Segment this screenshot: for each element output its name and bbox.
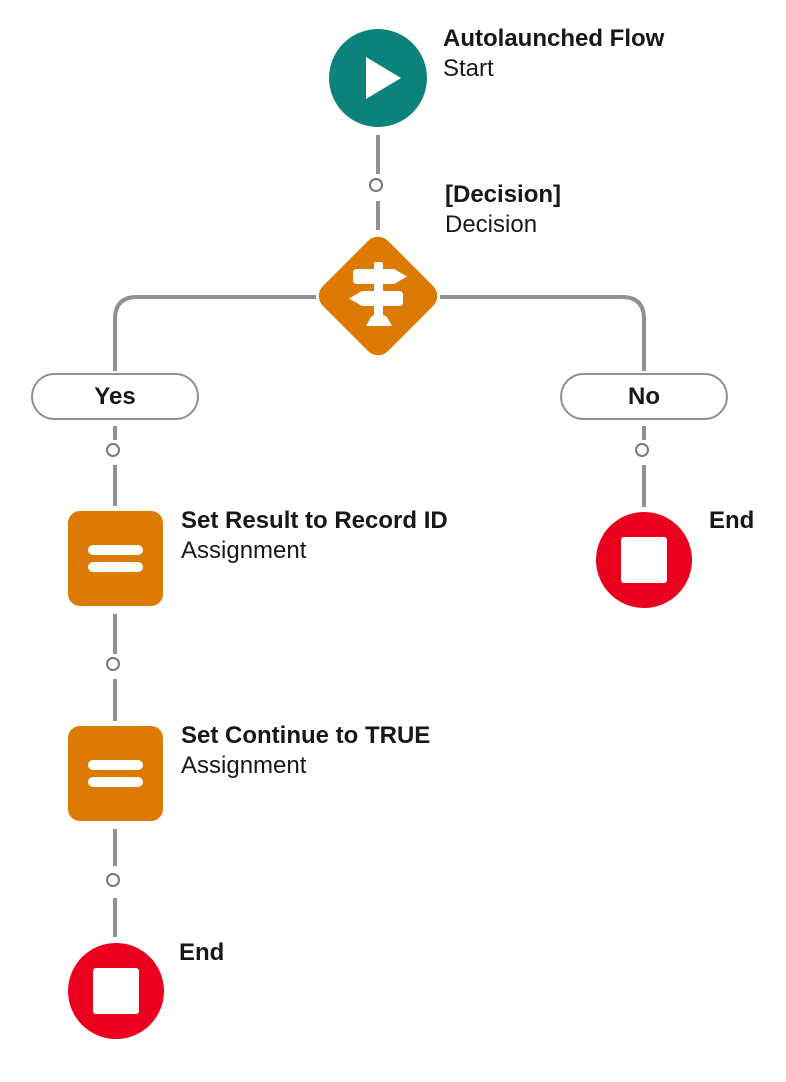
assignment1-title: Set Result to Record ID (181, 507, 448, 534)
assignment2-title: Set Continue to TRUE (181, 722, 431, 749)
end-node-right[interactable] (596, 512, 692, 608)
assignment1-subtitle: Assignment (181, 537, 307, 564)
connector-branch-no (440, 295, 646, 371)
start-title: Autolaunched Flow (443, 25, 665, 52)
start-label: Autolaunched Flow Start (443, 24, 664, 84)
start-subtitle: Start (443, 55, 494, 82)
stop-icon (93, 968, 139, 1014)
start-node[interactable] (329, 29, 427, 127)
equals-icon (88, 777, 143, 787)
decision-title: [Decision] (445, 181, 562, 208)
add-element-circle[interactable] (369, 178, 383, 192)
assignment2-subtitle: Assignment (181, 752, 307, 779)
add-element-circle[interactable] (635, 443, 649, 457)
end-left-title: End (179, 939, 225, 966)
play-icon (366, 57, 401, 99)
equals-icon (88, 545, 143, 555)
assignment-node-set-result[interactable] (68, 511, 163, 606)
assignment1-label: Set Result to Record ID Assignment (181, 506, 448, 566)
decision-subtitle: Decision (445, 211, 538, 238)
connector-branch-yes (113, 295, 316, 371)
assignment-node-set-continue[interactable] (68, 726, 163, 821)
end-node-left[interactable] (68, 943, 164, 1039)
branch-yes-text: Yes (94, 382, 136, 410)
branch-label-no: No (560, 373, 728, 420)
end-left-label: End (179, 938, 224, 968)
add-element-circle[interactable] (106, 657, 120, 671)
add-element-circle[interactable] (106, 443, 120, 457)
stop-icon (621, 537, 667, 583)
decision-label: [Decision] Decision (445, 180, 561, 240)
end-right-label: End (709, 506, 754, 536)
add-element-circle[interactable] (106, 873, 120, 887)
branch-no-text: No (628, 382, 660, 410)
end-right-title: End (709, 507, 755, 534)
assignment2-label: Set Continue to TRUE Assignment (181, 721, 430, 781)
branch-label-yes: Yes (31, 373, 199, 420)
equals-icon (88, 562, 143, 572)
equals-icon (88, 760, 143, 770)
